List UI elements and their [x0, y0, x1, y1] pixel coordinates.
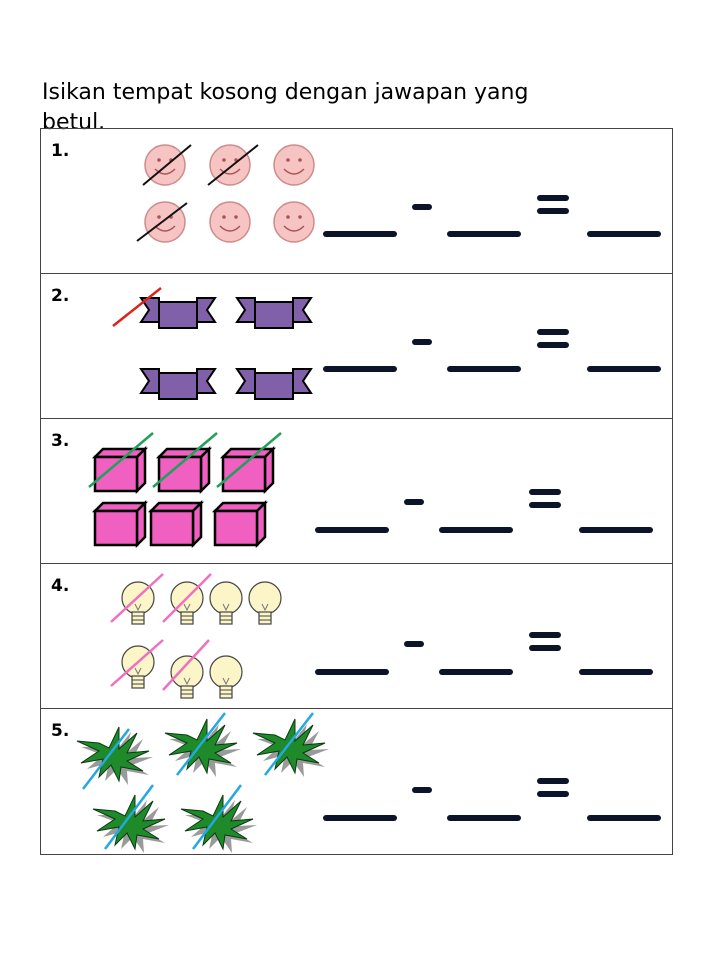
- answer-blank[interactable]: [439, 527, 513, 533]
- green-leaf-icon: [76, 726, 153, 785]
- equals-sign: [537, 208, 569, 214]
- cross-out-mark: [136, 202, 188, 242]
- equals-sign: [529, 632, 561, 638]
- picture-group: [88, 432, 282, 549]
- equals-sign: [537, 329, 569, 335]
- equals-sign: [529, 502, 561, 508]
- light-bulb-icon: [209, 581, 243, 625]
- ribbon-banner-icon: [235, 368, 313, 400]
- equation-blanks: [315, 632, 653, 675]
- equals-sign: [537, 791, 569, 797]
- pink-cube-icon: [147, 499, 205, 549]
- green-leaf-icon: [92, 794, 169, 853]
- cross-out-mark: [176, 712, 226, 776]
- minus-sign: [412, 787, 432, 793]
- pink-cube-icon: [211, 499, 269, 549]
- answer-blank[interactable]: [323, 231, 397, 237]
- equals-sign: [537, 778, 569, 784]
- cross-out-mark: [104, 784, 154, 850]
- cross-out-mark: [162, 573, 212, 623]
- equals-sign: [529, 489, 561, 495]
- pink-cube-icon: [91, 499, 149, 549]
- question-row-2: 2.: [41, 274, 672, 419]
- equals-sign: [537, 342, 569, 348]
- question-row-4: 4.: [41, 564, 672, 709]
- ribbon-banner-icon: [139, 297, 217, 329]
- answer-blank[interactable]: [315, 669, 389, 675]
- cross-out-mark: [142, 144, 192, 186]
- question-row-3: 3.: [41, 419, 672, 564]
- cross-out-mark: [110, 573, 164, 623]
- answer-blank[interactable]: [323, 815, 397, 821]
- equation-blanks: [323, 195, 661, 237]
- equals-sign: [529, 645, 561, 651]
- light-bulb-icon: [248, 581, 282, 625]
- cross-out-mark: [216, 432, 282, 488]
- cross-out-mark: [152, 432, 218, 488]
- light-bulb-icon: [170, 655, 204, 699]
- smiley-face-icon: [273, 144, 315, 186]
- answer-blank[interactable]: [439, 669, 513, 675]
- answer-blank[interactable]: [587, 366, 661, 372]
- smiley-face-icon: [209, 201, 251, 243]
- picture-group: [76, 712, 329, 853]
- picture-group: [136, 144, 315, 243]
- ribbon-banner-icon: [235, 297, 313, 329]
- cross-out-mark: [88, 432, 154, 488]
- smiley-face-icon: [273, 201, 315, 243]
- answer-blank[interactable]: [587, 231, 661, 237]
- cross-out-mark: [110, 639, 164, 687]
- answer-blank[interactable]: [323, 366, 397, 372]
- picture-group: [110, 573, 282, 699]
- answer-blank[interactable]: [579, 527, 653, 533]
- ribbon-banner-icon: [139, 368, 217, 400]
- answer-blank[interactable]: [315, 527, 389, 533]
- question-number: 3.: [51, 431, 70, 451]
- question-number: 4.: [51, 576, 70, 596]
- cross-out-mark: [82, 728, 130, 790]
- answer-blank[interactable]: [447, 815, 521, 821]
- question-row-1: 1.: [41, 129, 672, 274]
- minus-sign: [404, 641, 424, 647]
- question-number: 2.: [51, 286, 70, 306]
- equation-blanks: [315, 489, 653, 533]
- instruction-text: Isikan tempat kosong dengan jawapan yang…: [42, 80, 529, 135]
- question-number: 5.: [51, 721, 70, 741]
- question-number: 1.: [51, 141, 70, 161]
- cross-out-mark: [207, 144, 259, 186]
- answer-blank[interactable]: [447, 231, 521, 237]
- green-leaf-icon: [180, 794, 257, 853]
- minus-sign: [404, 499, 424, 505]
- minus-sign: [412, 339, 432, 345]
- cross-out-mark: [112, 287, 162, 327]
- minus-sign: [412, 204, 432, 210]
- equals-sign: [537, 195, 569, 201]
- question-row-5: 5.: [41, 709, 672, 854]
- answer-blank[interactable]: [579, 669, 653, 675]
- answer-blank[interactable]: [587, 815, 661, 821]
- light-bulb-icon: [209, 655, 243, 699]
- cross-out-mark: [192, 784, 242, 850]
- question-table: 1.: [40, 128, 673, 855]
- equation-blanks: [323, 778, 661, 821]
- cross-out-mark: [162, 639, 210, 691]
- answer-blank[interactable]: [447, 366, 521, 372]
- cross-out-mark: [264, 712, 314, 776]
- equation-blanks: [323, 329, 661, 372]
- picture-group: [112, 287, 313, 400]
